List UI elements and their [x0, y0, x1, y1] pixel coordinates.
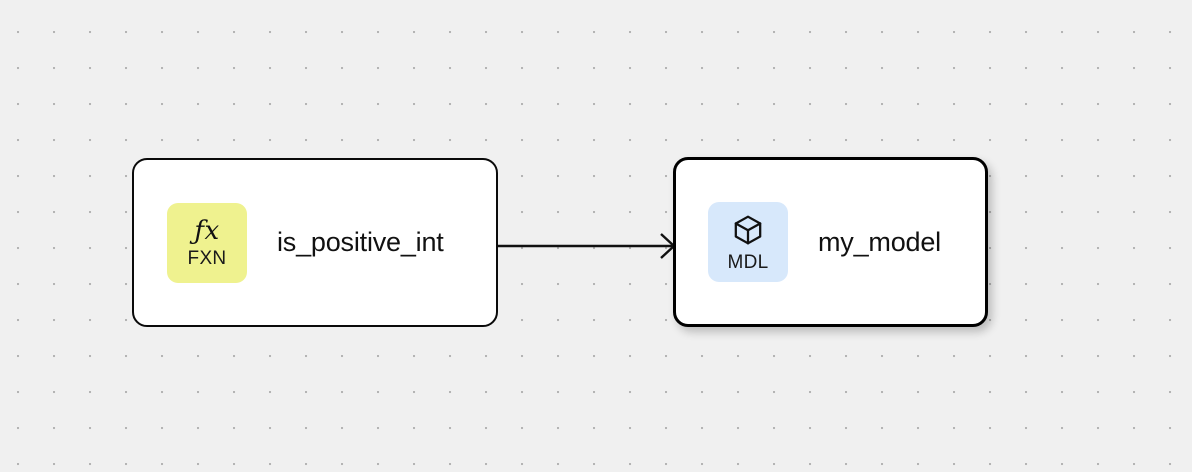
node-type-label: MDL: [727, 251, 769, 273]
node-is-positive-int[interactable]: ƒx FXN is_positive_int: [132, 158, 498, 327]
node-title: my_model: [818, 226, 941, 257]
node-type-badge-fxn: ƒx FXN: [167, 202, 247, 283]
cube-icon: [731, 213, 765, 247]
node-my-model[interactable]: MDL my_model: [673, 157, 988, 327]
node-type-label: FXN: [187, 247, 227, 269]
node-title: is_positive_int: [277, 227, 444, 257]
edge-fxn-to-mdl[interactable]: [497, 233, 676, 259]
node-type-badge-mdl: MDL: [708, 202, 788, 282]
function-icon: ƒx: [194, 215, 220, 246]
